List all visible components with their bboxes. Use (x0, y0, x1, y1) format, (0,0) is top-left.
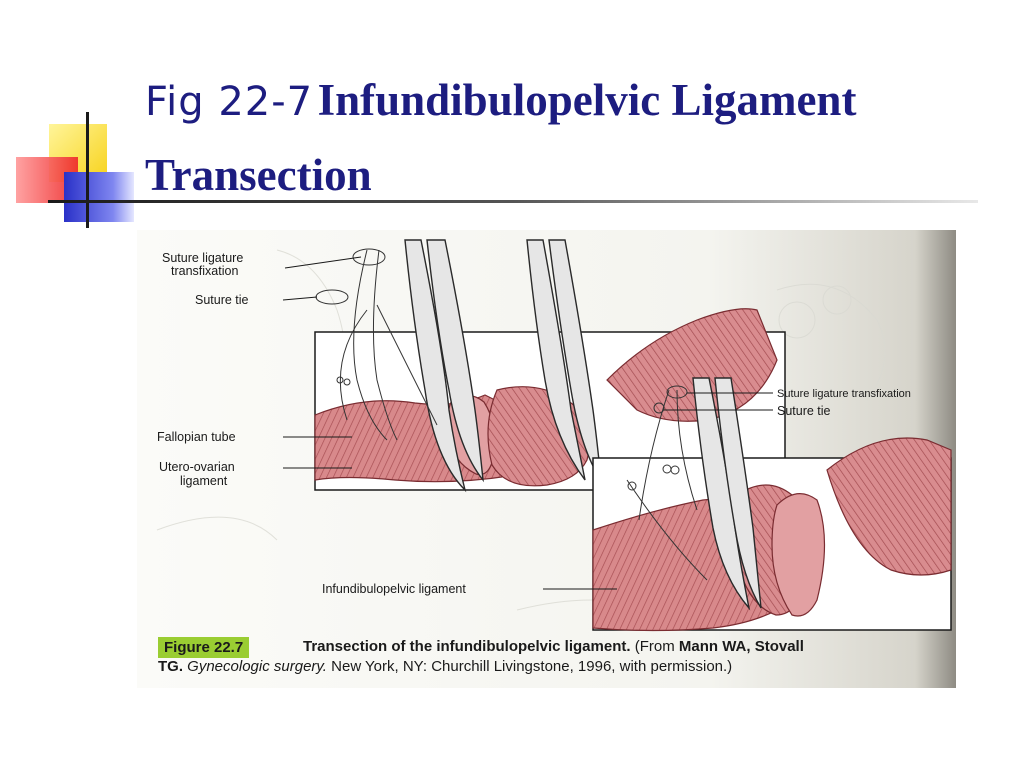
caption-from: (From (634, 638, 675, 655)
label-suture-tie-left: Suture tie (195, 293, 249, 307)
title-figure-number: Fig 22-7 (145, 79, 314, 125)
right-clamps (692, 377, 762, 611)
left-sutures (315, 248, 438, 441)
left-clamps (404, 239, 602, 493)
caption-line-2: TG. Gynecologic surgery. New York, NY: C… (158, 658, 732, 675)
title-text: Infundibulopelvic Ligament Transection (145, 75, 857, 200)
label-utero-ovarian: Utero-ovarian (159, 460, 235, 474)
caption-authors-2: TG. (158, 658, 183, 675)
caption-figure-tag: Figure 22.7 (158, 637, 250, 658)
label-suture-ligature: Suture ligature (162, 251, 244, 265)
slide-title: Fig 22-7 Infundibulopelvic Ligament Tran… (145, 68, 1005, 218)
caption-line-1: Transection of the infundibulopelvic lig… (303, 638, 804, 655)
surgical-illustration: Suture ligature transfixation Suture tie… (137, 230, 956, 688)
caption-title: Transection of the infundibulopelvic lig… (303, 638, 631, 655)
decorative-vertical-line (86, 112, 89, 228)
title-divider (48, 200, 978, 203)
right-tissue-tube (826, 437, 952, 576)
label-suture-tie-right: Suture tie (777, 404, 831, 418)
illustration-drawing (156, 239, 952, 632)
caption-book: Gynecologic surgery. (187, 658, 327, 675)
label-transfixation: transfixation (171, 264, 239, 278)
right-sutures (626, 385, 708, 581)
label-leader-lines (282, 256, 773, 590)
decorative-blue-square (64, 172, 134, 222)
caption-publisher: New York, NY: Churchill Livingstone, 199… (331, 658, 733, 675)
label-infundibulopelvic-ligament: Infundibulopelvic ligament (322, 582, 466, 596)
caption-authors: Mann WA, Stovall (678, 638, 804, 655)
label-ligament: ligament (180, 474, 228, 488)
right-cut-end (771, 493, 826, 617)
label-fallopian-tube: Fallopian tube (157, 430, 236, 444)
label-suture-ligature-transfixation-right: Suture ligature transfixation (777, 388, 911, 400)
